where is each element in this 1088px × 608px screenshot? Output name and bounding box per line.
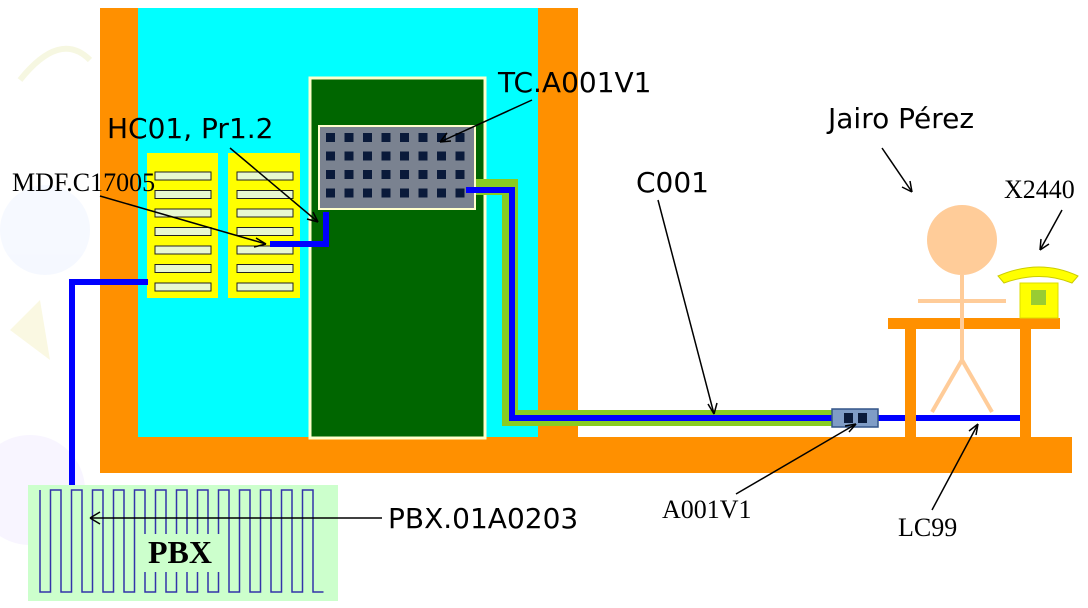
patch-slot	[154, 282, 212, 292]
port	[400, 170, 409, 179]
port	[437, 151, 446, 161]
building-frame-mid	[538, 8, 578, 473]
port	[344, 188, 354, 198]
patch-slot	[154, 227, 212, 236]
pbx-label-bg	[140, 534, 226, 572]
arrow-hc	[229, 147, 319, 223]
arrow-outlet	[735, 423, 857, 495]
label-tc: TC.A001V1	[497, 66, 651, 99]
label-pbx-port: PBX.01A0203	[388, 502, 578, 535]
building-floor	[100, 437, 1072, 473]
patch-slot	[154, 190, 212, 199]
telephone-icon	[997, 266, 1079, 319]
label-c001: C001	[636, 166, 709, 199]
patch-slot	[236, 190, 294, 199]
port	[437, 133, 446, 142]
port	[418, 170, 428, 179]
port	[326, 151, 335, 161]
outlet-jack-2	[858, 413, 867, 423]
port	[437, 170, 446, 179]
patch-slot	[154, 245, 212, 255]
arrow-person	[881, 147, 913, 193]
patch-slot	[236, 282, 294, 292]
label-outlet: A001V1	[662, 495, 752, 524]
label-mdf: MDF.C17005	[12, 168, 155, 197]
outlet-jack-1	[844, 413, 853, 423]
port	[344, 170, 354, 179]
port	[326, 188, 335, 198]
pbx-wiring	[39, 489, 324, 593]
label-hc: HC01, Pr1.2	[107, 112, 273, 145]
patch-slot	[236, 227, 294, 236]
arrow-mdf	[99, 195, 267, 245]
port	[381, 188, 391, 198]
port	[418, 133, 428, 142]
port	[326, 170, 335, 179]
port	[381, 151, 391, 161]
port	[381, 133, 391, 142]
pbx-label: PBX	[148, 534, 212, 570]
patch-slot	[236, 171, 294, 181]
port	[455, 151, 465, 161]
label-person: Jairo Pérez	[826, 102, 974, 135]
port	[418, 151, 428, 161]
cable-tc-to-outlet	[466, 187, 838, 421]
patch-slot	[154, 171, 212, 181]
port	[363, 188, 372, 198]
port	[455, 133, 465, 142]
port	[344, 151, 354, 161]
cable-pbx	[69, 279, 148, 515]
patch-panel-slots-right	[236, 171, 294, 292]
cable-hc-jumper	[270, 212, 329, 247]
port	[381, 170, 391, 179]
patch-slot	[154, 264, 212, 273]
port	[400, 188, 409, 198]
port	[400, 133, 409, 142]
port	[455, 188, 465, 198]
person-icon	[918, 205, 1006, 413]
port	[363, 133, 372, 142]
patch-panel-slots-left	[154, 171, 212, 292]
background-decoration	[0, 45, 93, 545]
patch-slot	[236, 264, 294, 273]
arrow-ext	[1039, 209, 1063, 251]
arrow-c001	[657, 199, 715, 415]
patch-slot	[154, 208, 212, 218]
patch-slot	[236, 208, 294, 218]
port-grid-ports	[326, 133, 465, 198]
port	[418, 188, 428, 198]
arrow-line-cord	[931, 423, 979, 511]
port	[363, 170, 372, 179]
port-grid	[318, 125, 476, 210]
label-ext: X2440	[1004, 175, 1075, 204]
port	[363, 151, 372, 161]
person-head	[927, 205, 997, 275]
arrow-tc	[439, 99, 533, 143]
label-line-cord: LC99	[898, 513, 957, 542]
port	[455, 170, 465, 179]
desk	[888, 318, 1060, 437]
port	[400, 151, 409, 161]
annotation-arrows	[89, 99, 1063, 525]
port	[437, 188, 446, 198]
building-frame-left	[100, 8, 138, 473]
port	[326, 133, 335, 142]
port	[344, 133, 354, 142]
patch-slot	[236, 245, 294, 255]
